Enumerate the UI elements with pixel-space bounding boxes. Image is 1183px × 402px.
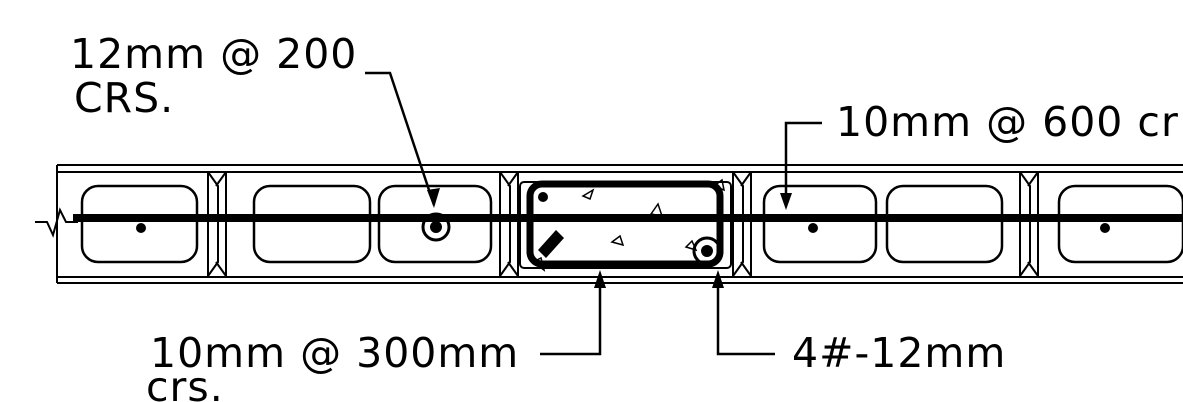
- leader-lines: [365, 71, 822, 356]
- leader-10mm-300: [540, 282, 602, 356]
- wall-outline: [35, 164, 1183, 284]
- label-12mm-200: 12mm @ 200: [70, 30, 358, 78]
- joint-3: [732, 171, 752, 277]
- leader-10mm-600: [784, 121, 822, 205]
- label-crs-lower: crs.: [146, 363, 224, 402]
- block-joints: [207, 171, 1039, 277]
- block-cells: [80, 184, 1183, 264]
- corner-bar-top-left: [538, 192, 548, 202]
- leader-4x12mm: [716, 282, 775, 356]
- cell-6: [1057, 184, 1183, 264]
- leader-12mm: [365, 71, 436, 206]
- cell-2: [252, 184, 372, 264]
- vertical-bar-12mm: [421, 212, 451, 242]
- bond-beam: [519, 178, 732, 272]
- grouted-cell-outline: [519, 181, 732, 269]
- bar-dots: [136, 223, 1110, 233]
- stirrup: [526, 180, 724, 268]
- arrowheads: [427, 188, 792, 288]
- label-crs-upper: CRS.: [74, 74, 175, 122]
- label-4x12mm: 4#-12mm: [792, 329, 1007, 377]
- joint-4: [1019, 171, 1039, 277]
- cell-1: [80, 184, 199, 264]
- cell-3: [377, 184, 493, 264]
- label-10mm-600: 10mm @ 600 cr: [836, 98, 1179, 146]
- joint-2: [499, 171, 519, 277]
- joint-1: [207, 171, 227, 277]
- cell-4: [762, 184, 878, 264]
- cell-5: [885, 184, 1004, 264]
- corner-bar-bottom-right: [692, 236, 722, 266]
- label-10mm-300: 10mm @ 300mm: [150, 329, 520, 377]
